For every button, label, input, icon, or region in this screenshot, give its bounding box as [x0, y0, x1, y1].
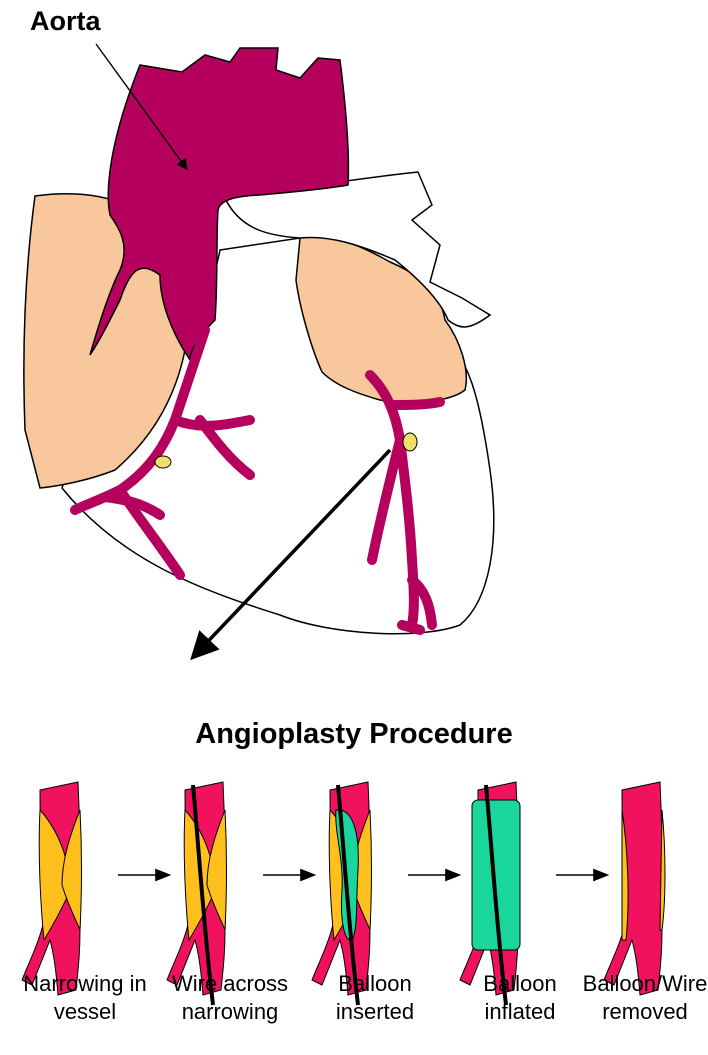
step-caption-3: Balloon inserted: [300, 970, 450, 1026]
caption-line: Narrowing in: [10, 970, 160, 998]
procedure-title: Angioplasty Procedure: [0, 718, 708, 751]
caption-line: removed: [570, 998, 708, 1026]
step-caption-2: Wire across narrowing: [155, 970, 305, 1026]
caption-line: Balloon/Wire: [570, 970, 708, 998]
plaque-spot-right: [155, 456, 171, 468]
step-illustration-5: [604, 782, 665, 995]
plaque-spot-left: [403, 433, 417, 451]
aorta-label: Aorta: [30, 6, 101, 37]
caption-line: vessel: [10, 998, 160, 1026]
caption-line: Wire across: [155, 970, 305, 998]
step-caption-5: Balloon/Wire removed: [570, 970, 708, 1026]
step-caption-1: Narrowing in vessel: [10, 970, 160, 1026]
heart: [24, 48, 494, 634]
caption-line: Balloon: [300, 970, 450, 998]
step-illustration-1: [22, 782, 82, 995]
caption-line: narrowing: [155, 998, 305, 1026]
caption-line: inserted: [300, 998, 450, 1026]
balloon: [472, 800, 520, 950]
vessel: [604, 782, 663, 995]
